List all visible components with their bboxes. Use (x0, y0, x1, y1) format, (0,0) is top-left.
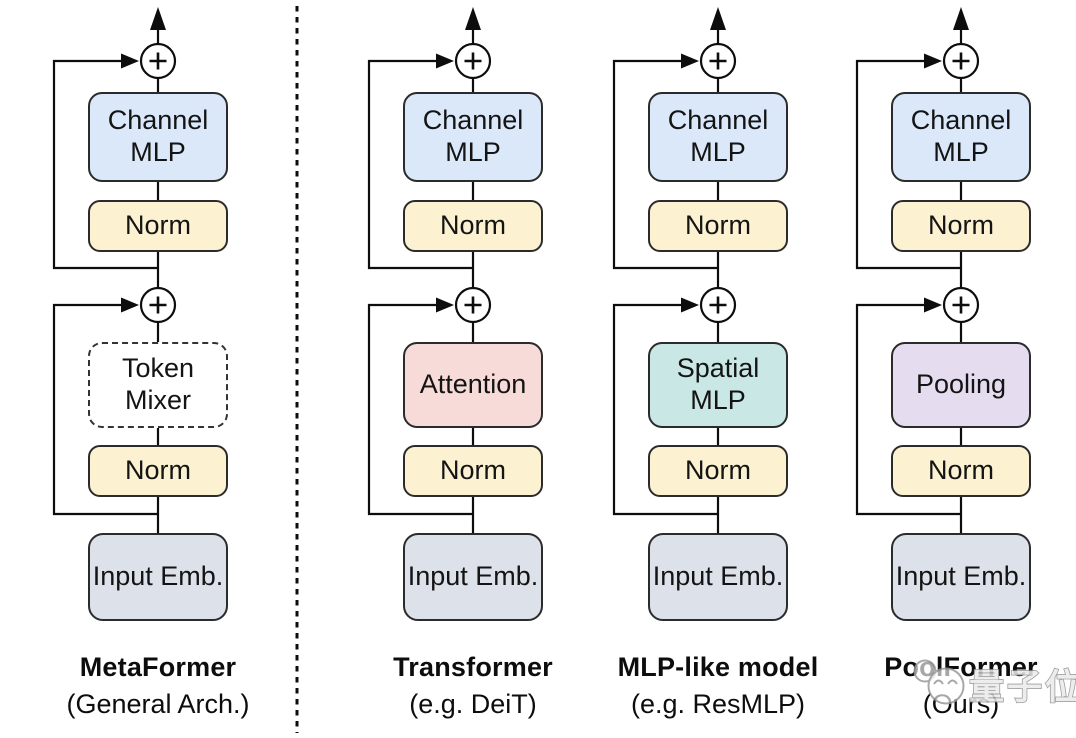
pooling-box: Pooling (891, 342, 1031, 428)
input-emb-box: Input Emb. (648, 533, 788, 621)
token-mixer-box: Token Mixer (88, 342, 228, 428)
watermark-text: 量子位 (969, 668, 1076, 708)
column-caption: MetaFormer (79, 652, 237, 682)
input-emb-box: Input Emb. (88, 533, 228, 621)
norm-box: Norm (403, 445, 543, 497)
column-caption: MLP-like model (617, 652, 819, 682)
column-subcaption: (General Arch.) (66, 689, 250, 719)
column-subcaption: (e.g. DeiT) (409, 689, 537, 719)
channel-mlp-box: Channel MLP (403, 92, 543, 182)
norm-box: Norm (891, 200, 1031, 252)
input-emb-box: Input Emb. (891, 533, 1031, 621)
channel-mlp-box: Channel MLP (891, 92, 1031, 182)
norm-box: Norm (88, 445, 228, 497)
input-emb-box: Input Emb. (403, 533, 543, 621)
channel-mlp-box: Channel MLP (88, 92, 228, 182)
watermark-mascot-icon (927, 667, 965, 705)
column-caption: Transformer (393, 652, 553, 682)
channel-mlp-box: Channel MLP (648, 92, 788, 182)
norm-box: Norm (403, 200, 543, 252)
attention-box: Attention (403, 342, 543, 428)
norm-box: Norm (648, 200, 788, 252)
column-subcaption: (e.g. ResMLP) (630, 689, 806, 719)
spatial-mlp-box: Spatial MLP (648, 342, 788, 428)
norm-box: Norm (648, 445, 788, 497)
norm-box: Norm (891, 445, 1031, 497)
norm-box: Norm (88, 200, 228, 252)
